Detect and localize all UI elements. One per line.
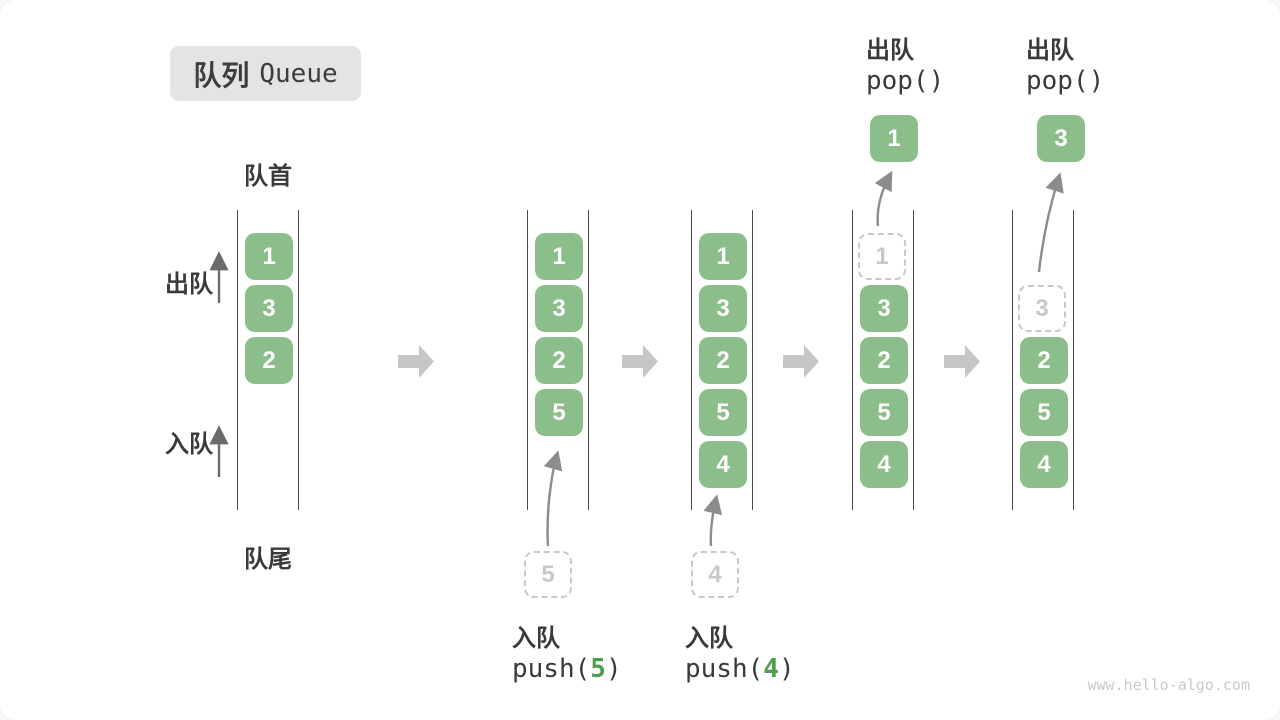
pending-element-5: 5 <box>524 551 572 598</box>
queue-element: 4 <box>860 441 908 488</box>
label-queue-rear: 队尾 <box>244 546 292 573</box>
queue-element: 5 <box>1020 389 1068 436</box>
transition-arrow-2 <box>622 345 658 378</box>
queue-element: 5 <box>860 389 908 436</box>
queue-element: 4 <box>1020 441 1068 488</box>
label-enqueue-op-5: 入队 <box>512 625 560 652</box>
code-fn: push( <box>512 654 591 684</box>
code-push-5: push(5) <box>512 654 622 684</box>
queue-channel-1: 1 3 2 <box>237 210 299 510</box>
queue-element: 5 <box>535 389 583 436</box>
queue-element: 1 <box>699 233 747 280</box>
popped-element-3: 3 <box>1037 115 1085 162</box>
label-enqueue-left: 入队 <box>165 431 213 458</box>
queue-element: 1 <box>245 233 293 280</box>
queue-element: 2 <box>245 337 293 384</box>
popped-element-1: 1 <box>870 115 918 162</box>
queue-element: 2 <box>699 337 747 384</box>
queue-element: 5 <box>699 389 747 436</box>
queue-element: 3 <box>699 285 747 332</box>
pending-element-4: 4 <box>691 551 739 598</box>
title-zh: 队列 <box>193 59 250 91</box>
label-queue-front: 队首 <box>244 163 292 190</box>
queue-channel-4: 1 3 2 5 4 <box>852 210 914 510</box>
queue-element: 1 <box>535 233 583 280</box>
queue-element: 3 <box>860 285 908 332</box>
queue-element: 4 <box>699 441 747 488</box>
code-pop-3: pop() <box>1026 66 1105 96</box>
queue-element: 2 <box>860 337 908 384</box>
queue-channel-3: 1 3 2 5 4 <box>691 210 753 510</box>
code-pop-1: pop() <box>866 66 945 96</box>
label-dequeue-op-1: 出队 <box>866 37 914 64</box>
code-fn: push( <box>685 654 764 684</box>
label-enqueue-op-4: 入队 <box>685 625 733 652</box>
label-dequeue-op-3: 出队 <box>1026 37 1074 64</box>
transition-arrow-1 <box>398 345 434 378</box>
watermark: www.hello-algo.com <box>1087 676 1250 694</box>
queue-element: 2 <box>1020 337 1068 384</box>
transition-arrow-4 <box>944 345 980 378</box>
title-badge: 队列 Queue <box>170 46 361 101</box>
code-arg: 5 <box>590 654 606 684</box>
code-close: ) <box>605 654 622 684</box>
label-dequeue-left: 出队 <box>165 271 213 298</box>
queue-channel-5: 3 2 5 4 <box>1012 210 1074 510</box>
queue-element: 3 <box>535 285 583 332</box>
title-en: Queue <box>259 58 338 89</box>
code-push-4: push(4) <box>685 654 795 684</box>
removed-element-1: 1 <box>858 233 906 280</box>
queue-element: 2 <box>535 337 583 384</box>
transition-arrow-3 <box>783 345 819 378</box>
removed-element-3: 3 <box>1018 285 1066 332</box>
code-close: ) <box>778 654 795 684</box>
queue-channel-2: 1 3 2 5 <box>527 210 589 510</box>
queue-element: 3 <box>245 285 293 332</box>
code-arg: 4 <box>763 654 779 684</box>
